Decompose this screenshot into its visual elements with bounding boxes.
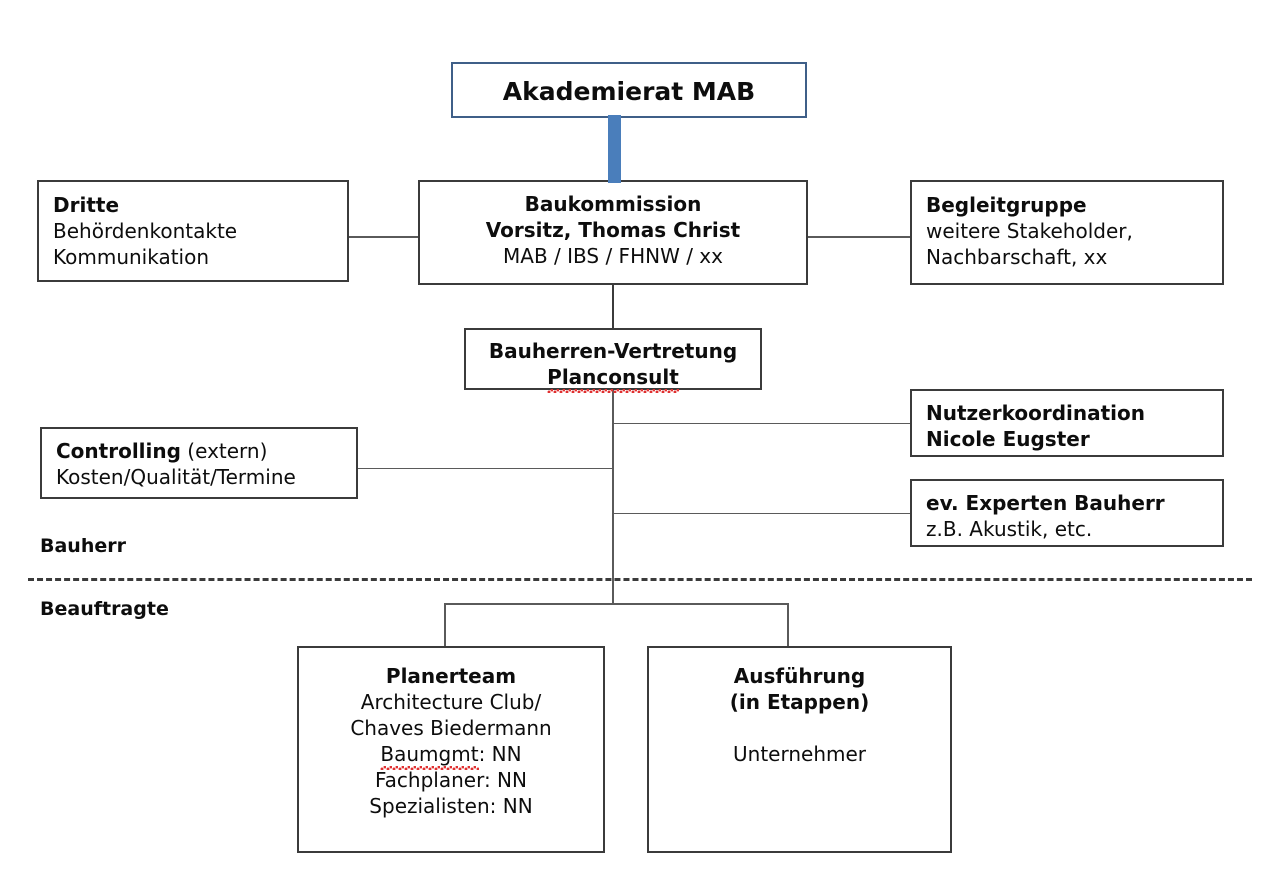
dritte-detail-2: Kommunikation — [53, 245, 210, 269]
planerteam-role-spezialisten: Spezialisten: NN — [369, 794, 533, 818]
spellcheck-planconsult: Planconsult — [547, 365, 679, 393]
ausfuehrung-heading: Ausführung — [733, 664, 866, 688]
planerteam-firm-2: Chaves Biedermann — [350, 716, 552, 740]
node-akademierat-mab[interactable]: Akademierat MAB — [451, 62, 807, 118]
controlling-heading-bold: Controlling — [56, 439, 181, 463]
planerteam-heading: Planerteam — [385, 664, 517, 688]
node-planerteam[interactable]: Planerteam Architecture Club/ Chaves Bie… — [297, 646, 605, 853]
dritte-heading: Dritte — [53, 193, 120, 217]
planerteam-role-baumgmt: Baumgmt: NN — [380, 741, 522, 770]
connector-beauftragte-bar — [444, 603, 789, 605]
begleitgruppe-detail-2: Nachbarschaft, xx — [926, 245, 1108, 269]
connector-dritte-baukommission — [349, 236, 419, 238]
nutzerkoordination-person: Nicole Eugster — [926, 427, 1090, 451]
controlling-heading: Controlling (extern) — [56, 438, 267, 464]
connector-akademierat-baukommission — [608, 115, 621, 183]
connector-bar-planerteam — [444, 603, 446, 647]
node-begleitgruppe[interactable]: Begleitgruppe weitere Stakeholder, Nachb… — [910, 180, 1224, 285]
node-bauherren-vertretung[interactable]: Bauherren-Vertretung Planconsult — [464, 328, 762, 393]
baukommission-members: MAB / IBS / FHNW / xx — [503, 244, 723, 268]
ausfuehrung-detail: Unternehmer — [733, 742, 866, 766]
node-nutzerkoordination[interactable]: Nutzerkoordination Nicole Eugster — [910, 389, 1224, 457]
begleitgruppe-detail-1: weitere Stakeholder, — [926, 219, 1133, 243]
connector-trunk-controlling — [358, 468, 614, 469]
experten-detail: z.B. Akustik, etc. — [926, 517, 1093, 541]
dritte-detail-1: Behördenkontakte — [53, 219, 238, 243]
bauherrenvertretung-company: Planconsult — [547, 364, 679, 393]
connector-trunk-experten — [613, 513, 911, 514]
node-dritte[interactable]: Dritte Behördenkontakte Kommunikation — [37, 180, 349, 282]
ausfuehrung-subheading: (in Etappen) — [729, 690, 870, 714]
connector-baukommission-bauherrenvertretung — [612, 284, 614, 329]
node-experten-bauherr[interactable]: ev. Experten Bauherr z.B. Akustik, etc. — [910, 479, 1224, 547]
baukommission-heading: Baukommission — [524, 192, 702, 216]
planerteam-role-baumgmt-rest: : NN — [478, 742, 522, 766]
begleitgruppe-heading: Begleitgruppe — [926, 193, 1087, 217]
connector-trunk-nutzerkoordination — [613, 423, 911, 424]
baukommission-chair: Vorsitz, Thomas Christ — [485, 218, 741, 242]
node-baukommission[interactable]: Baukommission Vorsitz, Thomas Christ MAB… — [418, 180, 808, 285]
bauherr-beauftragte-divider — [28, 578, 1252, 581]
connector-bar-ausfuehrung — [787, 603, 789, 647]
section-label-bauherr: Bauherr — [40, 535, 126, 557]
bauherrenvertretung-heading: Bauherren-Vertretung — [488, 339, 738, 363]
planerteam-firm-1: Architecture Club/ — [360, 690, 542, 714]
section-label-beauftragte: Beauftragte — [40, 598, 169, 620]
node-controlling[interactable]: Controlling (extern) Kosten/Qualität/Ter… — [40, 427, 358, 499]
nutzerkoordination-heading: Nutzerkoordination — [926, 401, 1146, 425]
connector-main-trunk — [612, 390, 614, 604]
experten-heading: ev. Experten Bauherr — [926, 491, 1165, 515]
akademierat-title: Akademierat MAB — [502, 77, 756, 106]
connector-baukommission-begleitgruppe — [808, 236, 911, 238]
node-ausfuehrung[interactable]: Ausführung (in Etappen) Unternehmer — [647, 646, 952, 853]
controlling-heading-rest: (extern) — [180, 439, 268, 463]
spellcheck-baumgmt: Baumgmt — [380, 742, 479, 770]
controlling-detail: Kosten/Qualität/Termine — [56, 465, 296, 489]
planerteam-role-fachplaner: Fachplaner: NN — [375, 768, 527, 792]
